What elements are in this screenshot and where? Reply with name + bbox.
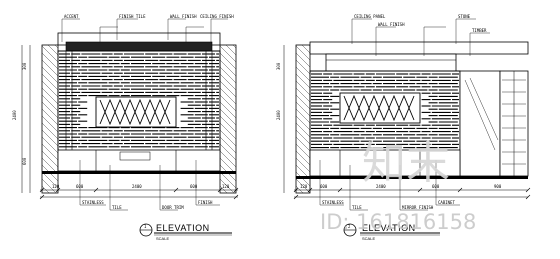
left-ceiling-trim bbox=[65, 41, 213, 52]
left-callout-top-1: ACCENT bbox=[64, 14, 79, 19]
right-dim-vert-1: 2400 bbox=[276, 110, 281, 120]
left-dim-vert-3: 600 bbox=[22, 157, 27, 165]
right-dim-vert-2: 300 bbox=[276, 62, 281, 70]
right-callout-top-3: TIMBER bbox=[472, 28, 487, 33]
right-feature-zigzag-2 bbox=[343, 94, 415, 122]
left-floor-line bbox=[42, 171, 236, 174]
right-mirror-area bbox=[459, 70, 501, 177]
watermark-brand: 知末 bbox=[362, 138, 450, 189]
right-callout-bottom-1: STAINLESS bbox=[322, 200, 344, 205]
left-dim-4: 600 bbox=[190, 184, 198, 189]
left-dim-1: 120 bbox=[52, 184, 60, 189]
right-callout-bottom-4: CABINET bbox=[438, 200, 455, 205]
left-dim-5: 120 bbox=[222, 184, 230, 189]
right-callout-top-1: CEILING PANEL bbox=[354, 14, 386, 19]
right-elevation: CEILING PANEL WALL FINISH TIMBER STONE S… bbox=[276, 14, 531, 241]
left-wall-hatch-right bbox=[219, 44, 237, 194]
left-elevation: ACCENT FINISH TILE WALL FINISH CEILING F… bbox=[12, 14, 239, 241]
right-dim-1: 120 bbox=[300, 184, 308, 189]
right-callout-bottom-3: MIRROR FINISH bbox=[402, 205, 434, 210]
left-dim-vert-1: 2400 bbox=[12, 110, 17, 120]
left-callout-top-2: FINISH TILE bbox=[119, 14, 146, 19]
left-scale-label: SCALE bbox=[156, 236, 169, 241]
right-dim-2: 600 bbox=[320, 184, 328, 189]
right-callout-top-2: WALL FINISH bbox=[378, 22, 405, 27]
right-floor-line bbox=[296, 176, 528, 179]
left-callout-bottom-2: TILE bbox=[112, 205, 122, 210]
right-wood-grain bbox=[311, 73, 459, 149]
right-feature-panel bbox=[339, 92, 421, 124]
left-title: ELEVATION bbox=[156, 223, 210, 233]
left-wall-hatch-left bbox=[41, 44, 59, 194]
right-title: ELEVATION bbox=[362, 223, 416, 233]
right-title-number: 2 bbox=[348, 224, 351, 229]
left-wood-grain bbox=[59, 53, 219, 148]
left-dim-2: 600 bbox=[76, 184, 84, 189]
right-ceiling-trim bbox=[325, 53, 457, 72]
left-callout-top-4: CEILING FINISH bbox=[200, 14, 234, 19]
left-feature-panel bbox=[95, 96, 177, 128]
right-callout-bottom-2: TILE bbox=[352, 205, 362, 210]
left-dim-3: 2400 bbox=[132, 184, 142, 189]
right-scale-label: SCALE bbox=[362, 236, 375, 241]
left-callout-bottom-4: FINISH bbox=[198, 200, 213, 205]
watermark-id: ID: 161816158 bbox=[320, 210, 476, 234]
left-callout-bottom-3: DOOR TRIM bbox=[162, 205, 184, 210]
right-callout-top-4: STONE bbox=[458, 14, 471, 19]
left-base-counter bbox=[57, 149, 221, 172]
left-callout-bottom-1: STAINLESS bbox=[82, 200, 104, 205]
right-dim-3: 2400 bbox=[376, 184, 386, 189]
left-feature-zigzag-2 bbox=[99, 98, 171, 126]
right-dim-5: 900 bbox=[494, 184, 502, 189]
left-callout-top-3: WALL FINISH bbox=[170, 14, 197, 19]
left-dim-vert-2: 300 bbox=[22, 62, 27, 70]
right-dim-4: 600 bbox=[432, 184, 440, 189]
right-ceiling-band bbox=[309, 41, 529, 55]
left-title-number: 1 bbox=[144, 224, 147, 229]
watermark: 知末 ID: 161816158 bbox=[320, 138, 476, 234]
